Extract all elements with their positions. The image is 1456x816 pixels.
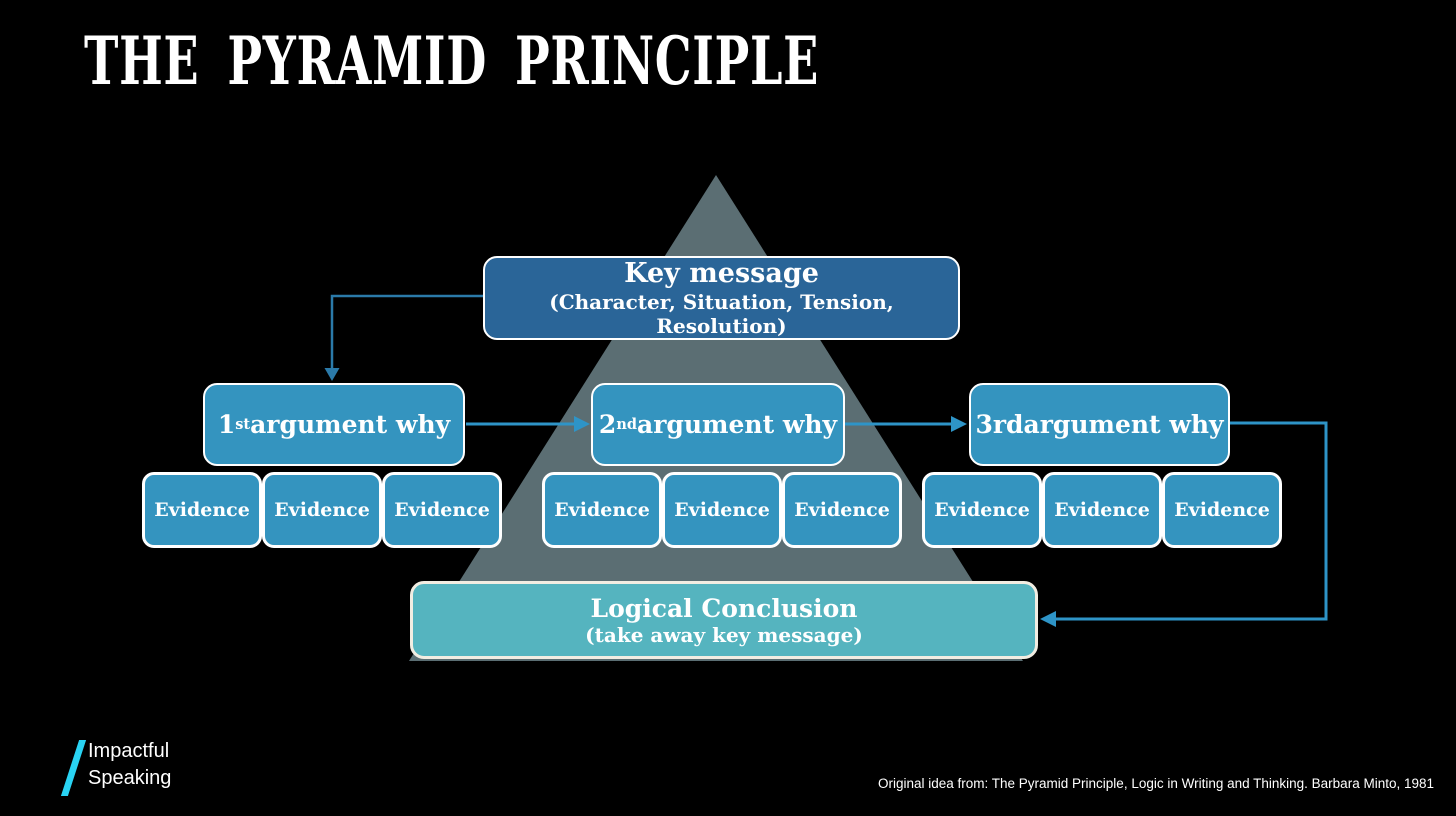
evidence-box: Evidence: [1042, 472, 1162, 548]
evidence-group-1: Evidence Evidence Evidence: [142, 472, 502, 548]
argument-3-label: argument why: [1023, 410, 1224, 439]
argument-2-label: argument why: [637, 410, 838, 439]
slide-title: THE PYRAMID PRINCIPLE: [84, 22, 820, 100]
conclusion-subtitle: (take away key message): [585, 622, 863, 647]
key-message-title: Key message: [624, 258, 819, 289]
evidence-box: Evidence: [1162, 472, 1282, 548]
conclusion-connector-line: [1056, 421, 1328, 621]
logo-line1: Impactful: [88, 740, 170, 762]
logo: Impactful Speaking: [60, 738, 171, 796]
logo-text: Impactful Speaking: [88, 738, 171, 796]
argument-box-3: 3rd argument why: [969, 383, 1230, 466]
evidence-group-3: Evidence Evidence Evidence: [922, 472, 1282, 548]
key-message-subtitle: (Character, Situation, Tension, Resoluti…: [549, 290, 894, 338]
conclusion-title: Logical Conclusion: [590, 593, 858, 623]
argument-1-prefix: 1: [217, 410, 236, 439]
logo-line2: Speaking: [88, 767, 172, 789]
evidence-box: Evidence: [782, 472, 902, 548]
evidence-group-2: Evidence Evidence Evidence: [542, 472, 902, 548]
down-arrowhead-icon: [324, 368, 340, 381]
argument-2-prefix: 2: [598, 410, 617, 439]
evidence-box: Evidence: [542, 472, 662, 548]
right-arrowhead-icon: [951, 416, 967, 432]
argument-3-prefix: 3rd: [975, 410, 1024, 439]
argument-1-label: argument why: [250, 410, 451, 439]
evidence-box: Evidence: [662, 472, 782, 548]
evidence-box: Evidence: [142, 472, 262, 548]
elbow-connector-line: [330, 294, 483, 368]
credit-text: Original idea from: The Pyramid Principl…: [877, 776, 1434, 791]
evidence-box: Evidence: [382, 472, 502, 548]
logical-conclusion-box: Logical Conclusion (take away key messag…: [410, 581, 1038, 659]
evidence-box: Evidence: [922, 472, 1042, 548]
evidence-box: Evidence: [262, 472, 382, 548]
left-arrowhead-icon: [1040, 611, 1056, 627]
key-message-box: Key message (Character, Situation, Tensi…: [483, 256, 960, 340]
right-arrowhead-icon: [574, 416, 590, 432]
